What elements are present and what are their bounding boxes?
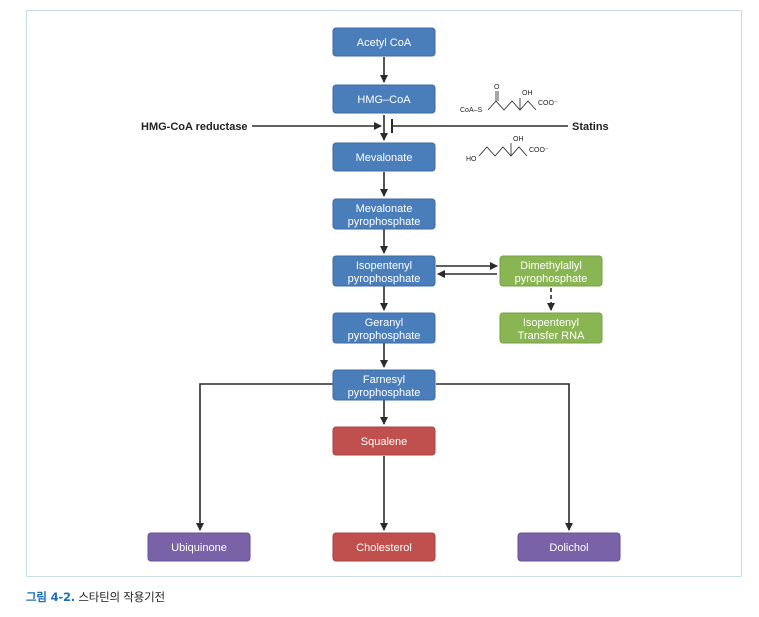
node-label: Dolichol	[549, 542, 588, 554]
arrow-farnesyl-to-dolichol	[436, 383, 573, 531]
node-label: Geranyl	[365, 317, 404, 329]
node-label: Isopentenyl	[356, 260, 412, 272]
chem-oh: OH	[513, 136, 524, 143]
node-label: Cholesterol	[356, 542, 412, 554]
arrow-farnesyl-to-ubiquinone	[196, 383, 333, 531]
chem-coa-s: CoA–S	[460, 107, 483, 114]
node-hmg-coa: HMG–CoA	[332, 84, 436, 114]
node-label: pyrophosphate	[348, 330, 421, 342]
statins-label: Statins	[572, 121, 609, 133]
node-label: Farnesyl	[363, 374, 405, 386]
hmg-coa-structure	[487, 91, 537, 111]
node-mevalonate: Mevalonate	[332, 142, 436, 172]
chem-o: O	[494, 84, 500, 91]
chem-coo: COO⁻	[538, 100, 558, 107]
chem-coo: COO⁻	[529, 147, 549, 154]
chem-oh: OH	[522, 90, 533, 97]
hmg-coa-reductase-label: HMG-CoA reductase	[141, 121, 248, 133]
node-acetyl-coa: Acetyl CoA	[332, 27, 436, 57]
node-ubiquinone: Ubiquinone	[147, 532, 251, 562]
node-label: pyrophosphate	[348, 387, 421, 399]
node-dolichol: Dolichol	[517, 532, 621, 562]
figure-caption-text: 스타틴의 작용기전	[74, 590, 165, 604]
node-isopentenyl-pyrophosphate: Isopentenyl pyrophosphate	[332, 255, 436, 287]
node-geranyl-pyrophosphate: Geranyl pyrophosphate	[332, 312, 436, 344]
node-squalene: Squalene	[332, 426, 436, 456]
chem-ho: HO	[466, 156, 477, 163]
node-label: Squalene	[361, 436, 408, 448]
node-label: Mevalonate	[356, 203, 413, 215]
node-dimethylallyl-pyrophosphate: Dimethylallyl pyrophosphate	[499, 255, 603, 287]
node-label: Transfer RNA	[518, 330, 585, 342]
node-mevalonate-pyrophosphate: Mevalonate pyrophosphate	[332, 198, 436, 230]
figure-caption: 그림 4-2. 스타틴의 작용기전	[26, 589, 165, 605]
arrows	[196, 57, 573, 531]
node-label: Acetyl CoA	[357, 37, 412, 49]
node-label: pyrophosphate	[515, 273, 588, 285]
node-label: Isopentenyl	[523, 317, 579, 329]
node-label: pyrophosphate	[348, 273, 421, 285]
mevalonate-structure	[478, 143, 528, 157]
node-label: HMG–CoA	[357, 94, 411, 106]
figure-number: 그림 4-2.	[26, 590, 75, 604]
node-label: Ubiquinone	[171, 542, 227, 554]
node-label: Dimethylallyl	[520, 260, 582, 272]
node-label: Mevalonate	[356, 152, 413, 164]
node-isopentenyl-transfer-rna: Isopentenyl Transfer RNA	[499, 312, 603, 344]
node-label: pyrophosphate	[348, 216, 421, 228]
node-farnesyl-pyrophosphate: Farnesyl pyrophosphate	[332, 369, 436, 401]
node-cholesterol: Cholesterol	[332, 532, 436, 562]
